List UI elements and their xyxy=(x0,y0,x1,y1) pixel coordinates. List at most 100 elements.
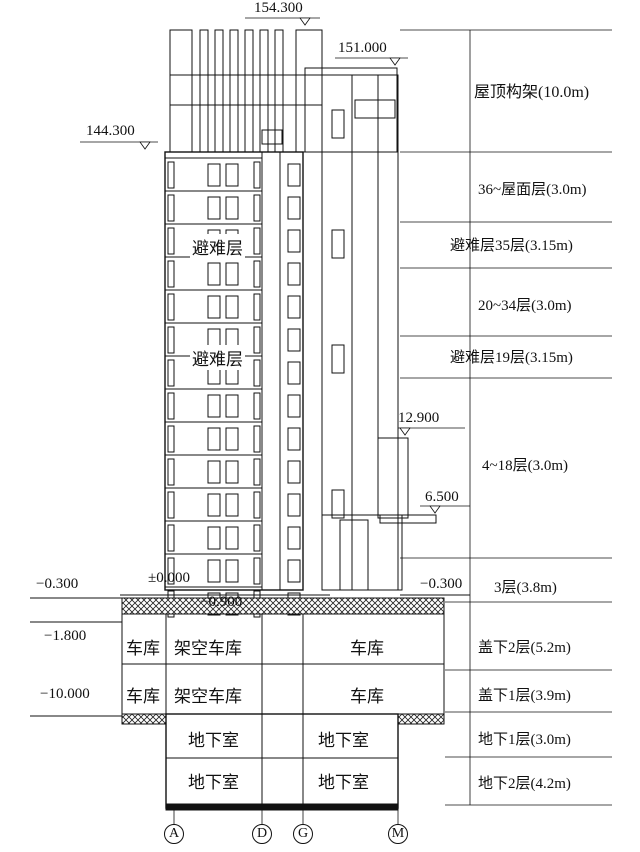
balcony-edge xyxy=(253,293,261,321)
balcony-edge xyxy=(253,359,261,387)
elevation-neg-0-300-left: −0.300 xyxy=(36,576,79,592)
balcony-edge xyxy=(253,524,261,552)
level-4-18: 4~18层(3.0m) xyxy=(482,458,569,474)
garage-left-upper: 车库 xyxy=(126,639,160,658)
balcony-edge xyxy=(253,194,261,222)
balcony-edge xyxy=(167,161,175,189)
elevation-6-500: 6.500 xyxy=(425,489,459,505)
balcony-edge xyxy=(167,491,175,519)
window xyxy=(225,526,239,550)
window xyxy=(225,163,239,187)
level-3: 3层(3.8m) xyxy=(494,580,557,596)
balcony-edge xyxy=(253,326,261,354)
window xyxy=(207,526,221,550)
window xyxy=(225,295,239,319)
window xyxy=(207,196,221,220)
level-basement-1: 地下1层(3.0m) xyxy=(478,732,571,748)
window xyxy=(287,460,301,484)
balcony-edge xyxy=(253,260,261,288)
window xyxy=(225,394,239,418)
level-basement-2: 地下2层(4.2m) xyxy=(478,776,571,792)
window xyxy=(287,526,301,550)
window xyxy=(225,196,239,220)
window xyxy=(207,427,221,451)
elevation-154-300: 154.300 xyxy=(254,0,303,16)
window xyxy=(225,262,239,286)
elevation-144-300: 144.300 xyxy=(86,123,135,139)
window xyxy=(225,460,239,484)
window xyxy=(287,328,301,352)
window xyxy=(225,493,239,517)
level-36-roof: 36~屋面层(3.0m) xyxy=(478,182,587,198)
elevation-neg-0-900: −0.900 xyxy=(200,594,243,610)
basement-right-1: 地下室 xyxy=(318,731,369,750)
balcony-edge xyxy=(253,161,261,189)
window xyxy=(331,109,345,139)
window xyxy=(287,262,301,286)
basement-left-1: 地下室 xyxy=(188,731,239,750)
window xyxy=(331,489,345,519)
window xyxy=(225,427,239,451)
axis-bubble-m: M xyxy=(388,824,408,844)
window xyxy=(287,427,301,451)
balcony-edge xyxy=(167,260,175,288)
window xyxy=(287,229,301,253)
window xyxy=(207,460,221,484)
axis-bubble-a: A xyxy=(164,824,184,844)
window xyxy=(207,559,221,583)
basement-right-2: 地下室 xyxy=(318,773,369,792)
balcony-edge xyxy=(253,491,261,519)
balcony-edge xyxy=(167,557,175,585)
window xyxy=(207,394,221,418)
balcony-edge xyxy=(253,458,261,486)
balcony-edge xyxy=(167,425,175,453)
window xyxy=(207,262,221,286)
window xyxy=(331,344,345,374)
window xyxy=(287,394,301,418)
balcony-edge xyxy=(167,524,175,552)
window xyxy=(287,196,301,220)
open-garage-upper: 架空车库 xyxy=(174,639,242,658)
elevation-12-900: 12.900 xyxy=(398,410,440,426)
window xyxy=(287,493,301,517)
balcony-edge xyxy=(167,227,175,255)
balcony-edge xyxy=(167,293,175,321)
elevation-neg-10-000: −10.000 xyxy=(40,686,90,702)
balcony-edge xyxy=(167,458,175,486)
elevation-zero: ±0.000 xyxy=(148,570,190,586)
garage-right-lower: 车库 xyxy=(350,687,384,706)
window xyxy=(331,229,345,259)
balcony-edge xyxy=(167,326,175,354)
balcony-edge xyxy=(253,227,261,255)
axis-bubble-d: D xyxy=(252,824,272,844)
balcony-edge xyxy=(253,557,261,585)
refuge-floor-lower: 避难层 xyxy=(190,345,245,370)
balcony-edge xyxy=(167,194,175,222)
elevation-neg-1-800: −1.800 xyxy=(44,628,87,644)
level-20-34: 20~34层(3.0m) xyxy=(478,298,572,314)
level-roof-frame: 屋顶构架(10.0m) xyxy=(474,84,590,101)
window xyxy=(225,559,239,583)
window xyxy=(207,163,221,187)
balcony-edge xyxy=(253,392,261,420)
level-refuge-35: 避难层35层(3.15m) xyxy=(450,238,573,254)
level-refuge-19: 避难层19层(3.15m) xyxy=(450,350,573,366)
window xyxy=(207,493,221,517)
garage-right-upper: 车库 xyxy=(350,639,384,658)
window xyxy=(287,559,301,583)
balcony-edge xyxy=(167,359,175,387)
refuge-floor-upper: 避难层 xyxy=(190,234,245,259)
elevation-151-000: 151.000 xyxy=(338,40,387,56)
balcony-edge xyxy=(167,392,175,420)
window xyxy=(207,295,221,319)
window xyxy=(287,295,301,319)
basement-left-2: 地下室 xyxy=(188,773,239,792)
open-garage-lower: 架空车库 xyxy=(174,687,242,706)
window xyxy=(287,163,301,187)
garage-left-lower: 车库 xyxy=(126,687,160,706)
level-podium-1: 盖下1层(3.9m) xyxy=(478,688,571,704)
window xyxy=(287,361,301,385)
elevation-neg-0-300-right: −0.300 xyxy=(420,576,463,592)
balcony-edge xyxy=(253,425,261,453)
